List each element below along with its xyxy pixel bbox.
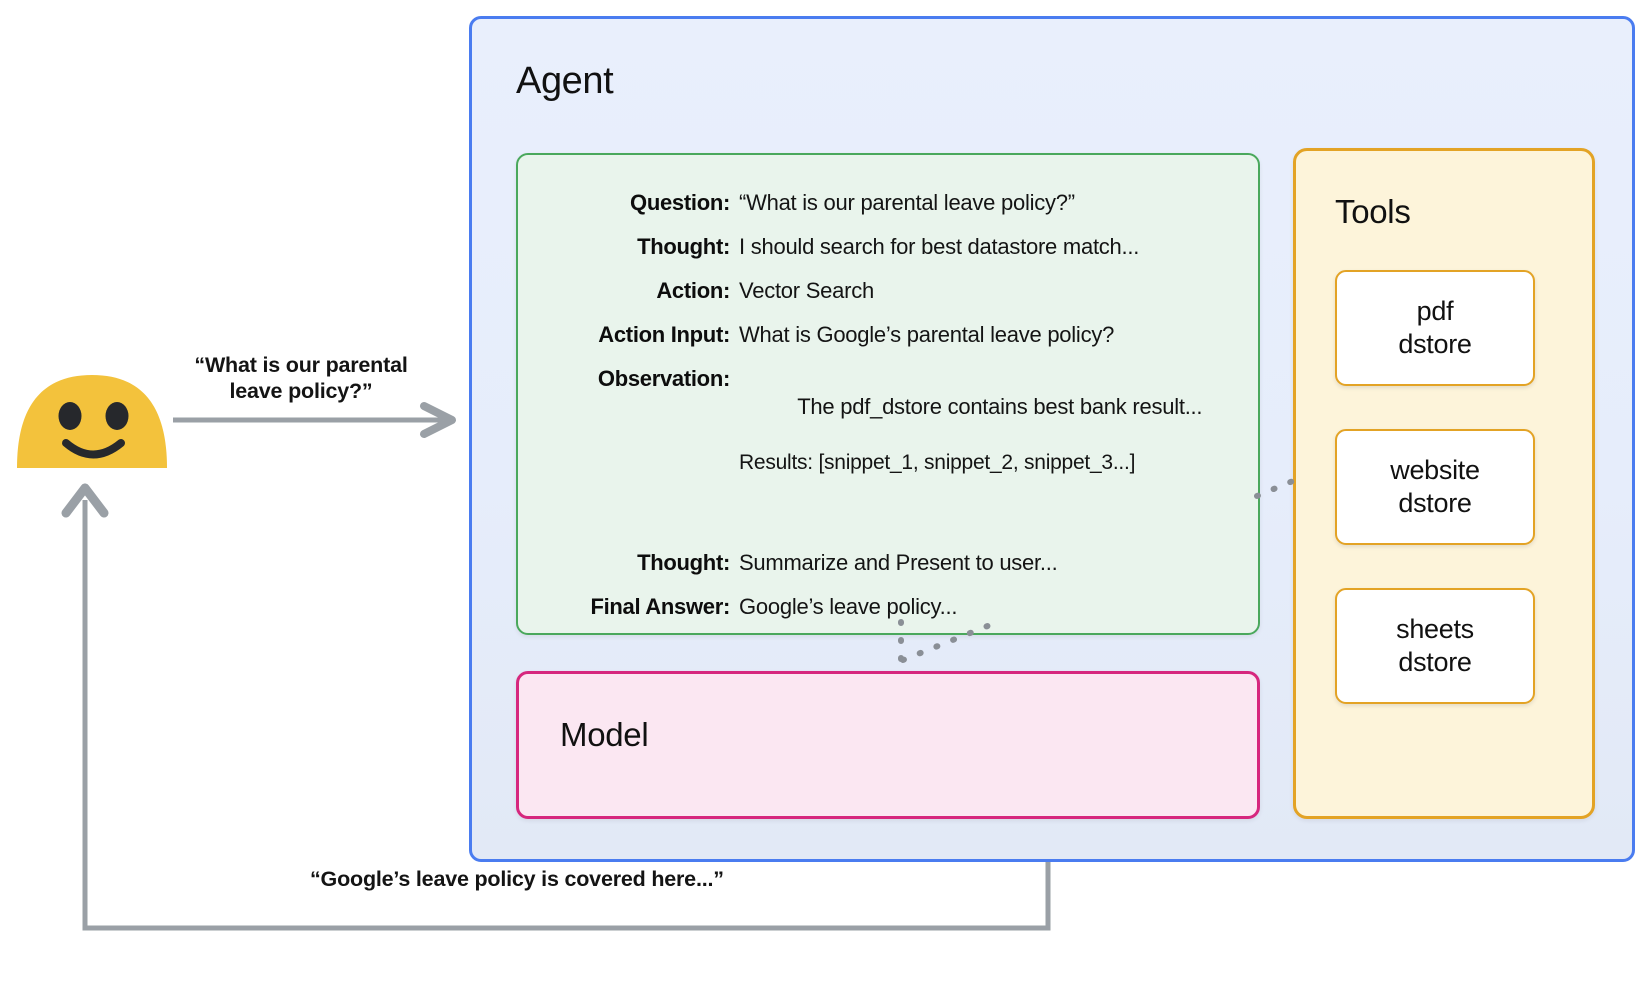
tool-card-label: sheets dstore: [1396, 614, 1474, 677]
trace-label-thought-2: Thought:: [637, 550, 730, 575]
tool-card-label: pdf dstore: [1398, 296, 1472, 359]
trace-row: Thought: I should search for best datast…: [518, 233, 1258, 261]
user-question-label: “What is our parental leave policy?”: [194, 353, 408, 403]
response-return-arrowhead: [61, 483, 109, 518]
trace-row: Observation: The pdf_dstore contains bes…: [518, 365, 1258, 533]
trace-value-observation: The pdf_dstore contains best bank result…: [739, 365, 1203, 533]
request-arrow-head: [420, 402, 456, 438]
trace-row: Thought: Summarize and Present to user..…: [518, 549, 1258, 577]
tool-card-sheets-dstore[interactable]: sheets dstore: [1335, 588, 1535, 704]
trace-label-question: Question:: [630, 190, 730, 215]
trace-value-final-answer: Google’s leave policy...: [739, 594, 958, 619]
tools-panel: Tools pdf dstore website dstore sheets d…: [1293, 148, 1595, 819]
trace-row: Question: “What is our parental leave po…: [518, 189, 1258, 217]
agent-container: Agent Question: “What is our parental le…: [469, 16, 1635, 862]
tool-card-label: website dstore: [1390, 455, 1480, 518]
trace-value-action: Vector Search: [739, 278, 874, 303]
avatar-blob-icon: [17, 375, 167, 468]
trace-label-final-answer: Final Answer:: [590, 594, 730, 619]
model-title: Model: [560, 716, 649, 753]
tools-title: Tools: [1335, 193, 1411, 230]
trace-row: Action: Vector Search: [518, 277, 1258, 305]
trace-label-action: Action:: [656, 278, 730, 303]
avatar-left-eye-icon: [58, 402, 82, 430]
tool-card-pdf-dstore[interactable]: pdf dstore: [1335, 270, 1535, 386]
trace-value-question: “What is our parental leave policy?”: [739, 190, 1075, 215]
trace-row: Action Input: What is Google’s parental …: [518, 321, 1258, 349]
trace-label-thought-1: Thought:: [637, 234, 730, 259]
response-label: “Google’s leave policy is covered here..…: [310, 867, 724, 891]
trace-value-thought-1: I should search for best datastore match…: [739, 234, 1140, 259]
react-trace-panel: Question: “What is our parental leave po…: [516, 153, 1260, 635]
trace-value-action-input: What is Google’s parental leave policy?: [739, 322, 1115, 347]
user-avatar: [17, 375, 167, 468]
tool-card-website-dstore[interactable]: website dstore: [1335, 429, 1535, 545]
avatar-smile-icon: [62, 439, 125, 459]
trace-label-observation: Observation:: [597, 366, 730, 391]
trace-row: Final Answer: Google’s leave policy...: [518, 593, 1258, 621]
trace-label-action-input: Action Input:: [598, 322, 730, 347]
tool-card-list: pdf dstore website dstore sheets dstore: [1335, 270, 1535, 747]
trace-value-observation-line1: The pdf_dstore contains best bank result…: [797, 394, 1203, 419]
model-panel: Model: [516, 671, 1260, 819]
trace-value-observation-line2: Results: [snippet_1, snippet_2, snippet_…: [739, 451, 1136, 474]
trace-row-list: Question: “What is our parental leave po…: [518, 189, 1258, 637]
avatar-right-eye-icon: [105, 402, 129, 430]
trace-value-thought-2: Summarize and Present to user...: [739, 550, 1058, 575]
agent-title: Agent: [516, 60, 614, 102]
